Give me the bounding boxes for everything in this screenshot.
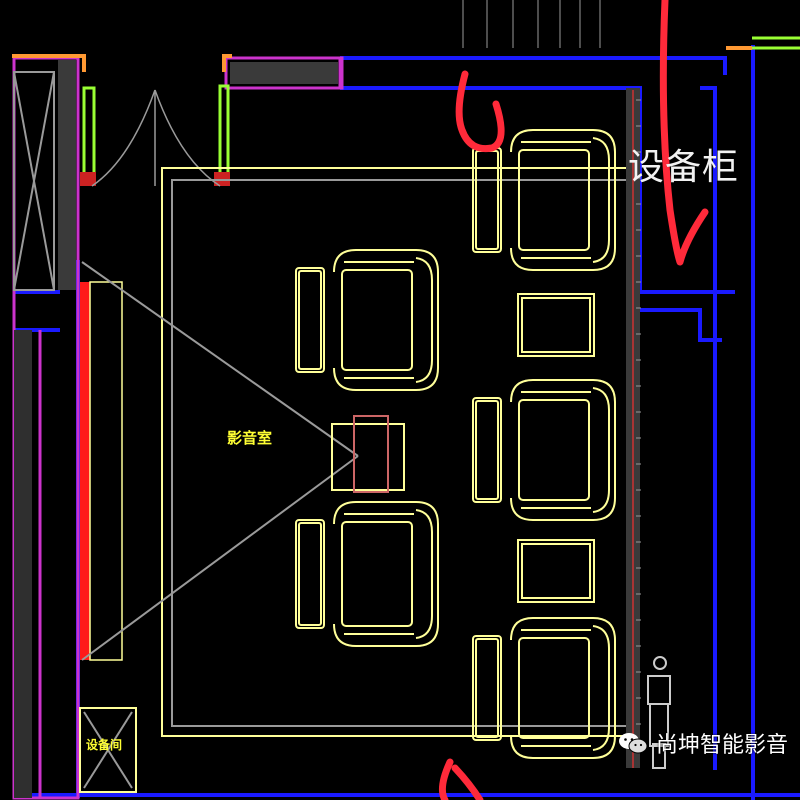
small-room — [79, 707, 137, 793]
projector — [331, 415, 405, 493]
sofa-seat — [472, 129, 616, 271]
room-boundary — [161, 167, 635, 737]
projection-screen — [80, 281, 123, 661]
equipment-room-label: 设备间 — [86, 738, 123, 752]
sofa-seat — [472, 617, 616, 759]
person-figure — [647, 656, 671, 769]
column — [13, 71, 55, 291]
wechat-icon — [619, 733, 648, 754]
equipment-cabinet-label: 设备柜 — [628, 147, 740, 188]
sofa-seat — [295, 249, 439, 391]
side-tables — [517, 293, 595, 603]
cabinet-ticks — [636, 99, 641, 751]
watermark-text: 尚坤智能影音 — [656, 733, 789, 758]
annotation-arrows — [438, 0, 709, 800]
media-room-label: 影音室 — [227, 429, 273, 447]
projection-cone — [81, 261, 359, 661]
watermark: 尚坤智能影音 — [618, 727, 788, 759]
sofa-seat — [472, 379, 616, 521]
cabinet-strip — [626, 88, 640, 768]
hatched-walls — [14, 60, 338, 798]
sofa-seat — [295, 501, 439, 647]
orange-trim — [12, 46, 752, 72]
sofa-seats — [295, 129, 616, 759]
walls — [14, 45, 800, 800]
entry-lines — [462, 0, 601, 48]
door-swing — [91, 89, 221, 187]
